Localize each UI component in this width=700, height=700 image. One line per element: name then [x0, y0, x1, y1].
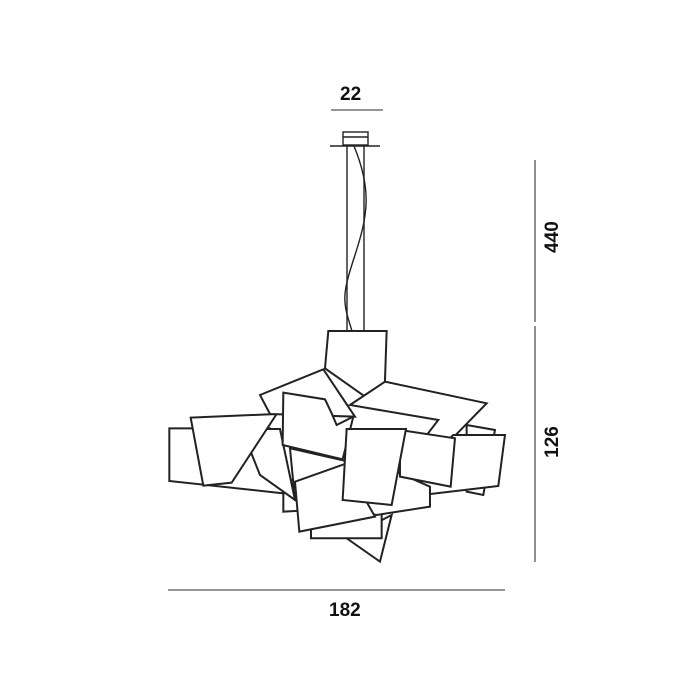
canopy-width-label: 22 [340, 84, 362, 105]
power-cable [344, 145, 367, 332]
overall-width-label: 182 [329, 600, 361, 621]
body-height-label: 126 [541, 426, 563, 458]
suspension-stem [344, 145, 367, 332]
canopy [330, 131, 380, 147]
lamp-body-panels [168, 329, 507, 564]
suspension-length-label: 440 [541, 221, 563, 253]
dimension-lines [168, 109, 536, 591]
